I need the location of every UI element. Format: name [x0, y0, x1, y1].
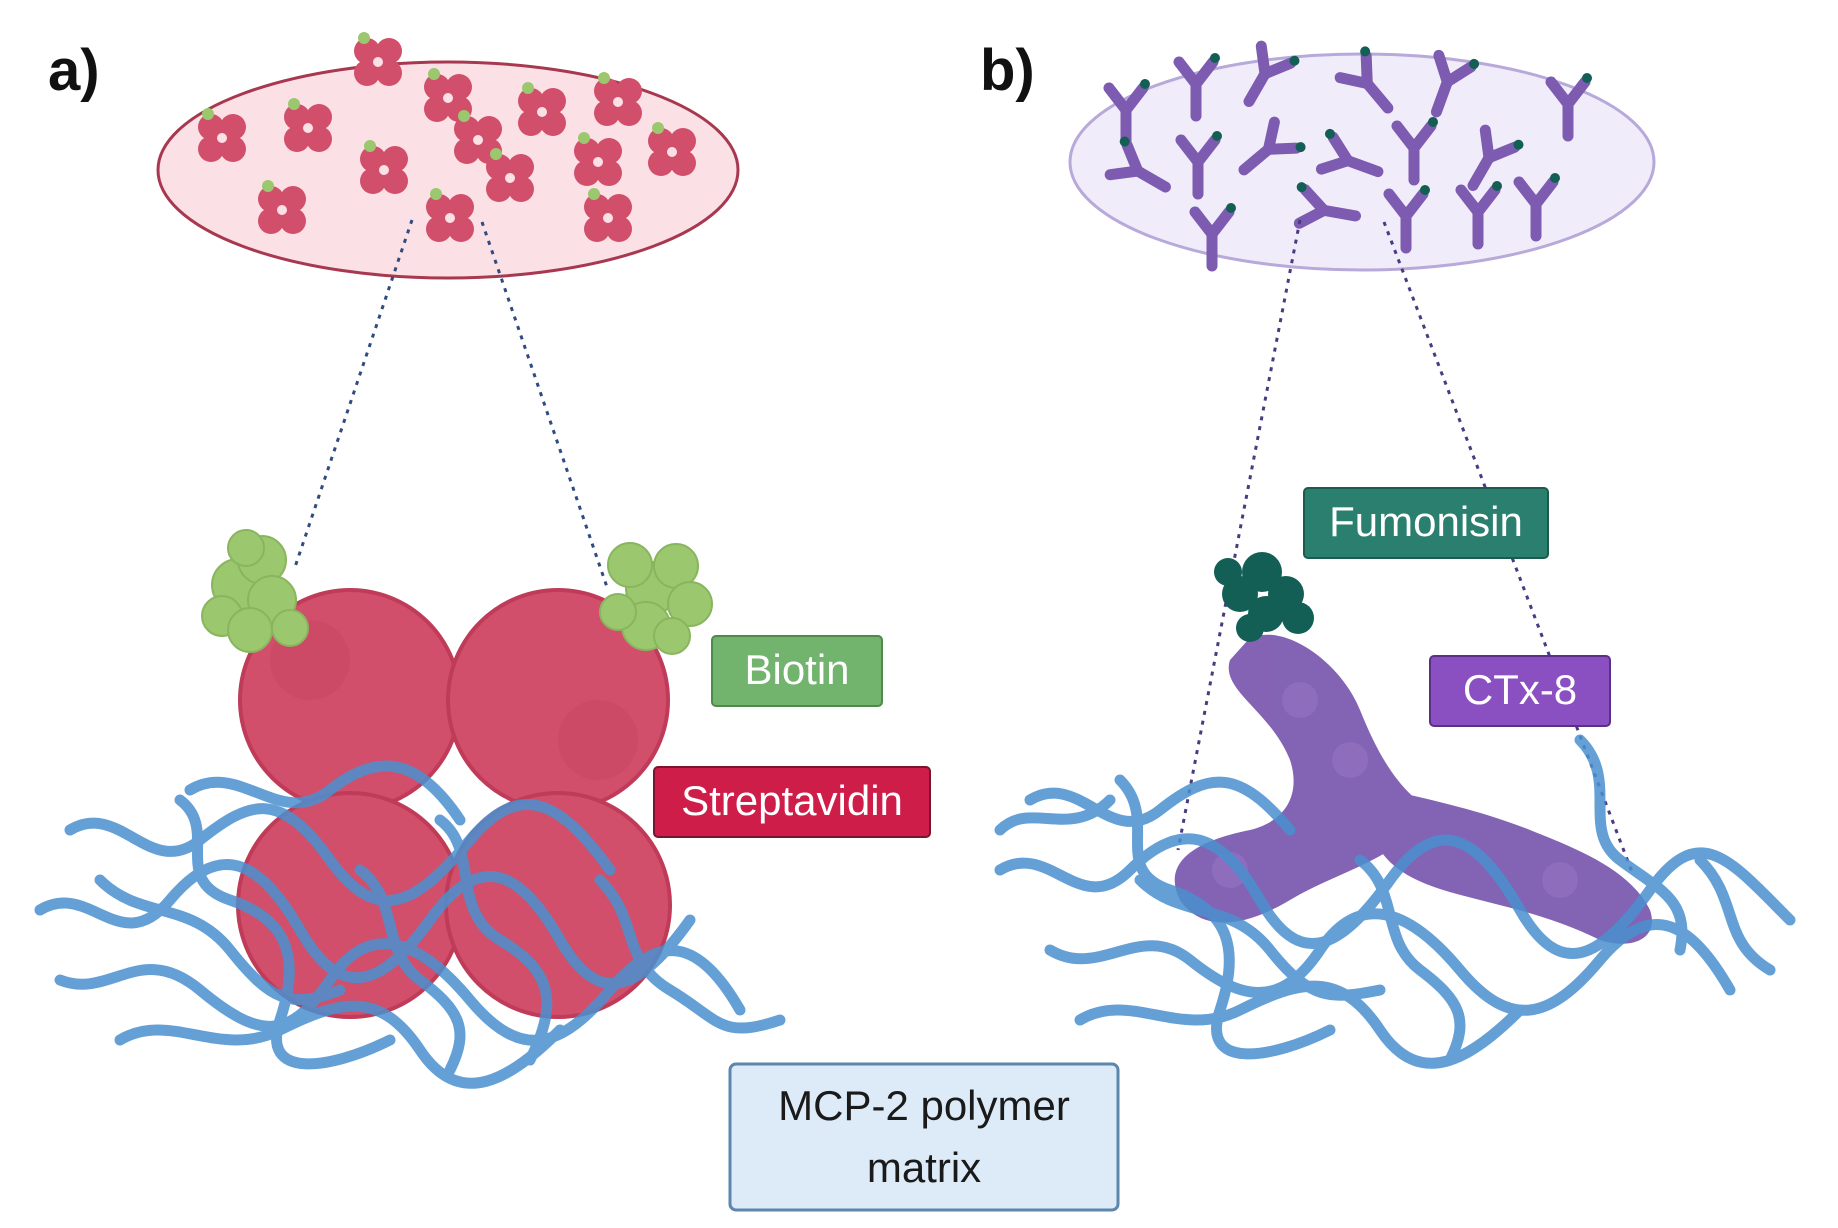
polymer-label-line2: matrix — [867, 1144, 981, 1191]
projection-line-left-a — [292, 219, 414, 571]
fumonisin-label-text: Fumonisin — [1329, 498, 1523, 545]
polymer-matrix-label: MCP-2 polymer matrix — [728, 1062, 1120, 1212]
panel-letter-b: b) — [980, 38, 1035, 103]
polymer-label-line1: MCP-2 polymer — [778, 1082, 1070, 1129]
polymer-strand-icon-b — [994, 734, 1796, 1069]
ctx8-label-text: CTx-8 — [1463, 666, 1577, 713]
projection-line-left-b — [1176, 219, 1302, 851]
panel-a: a) — [34, 32, 931, 1089]
streptavidin-label: Streptavidin — [653, 766, 931, 838]
biotin-label: Biotin — [711, 635, 883, 707]
streptavidin-label-text: Streptavidin — [681, 777, 903, 824]
polymer-strand-icon — [34, 760, 786, 1089]
biotin-icon — [201, 529, 713, 655]
panel-letter-a: a) — [48, 38, 100, 103]
ctx8-label: CTx-8 — [1429, 655, 1611, 727]
biotin-label-text: Biotin — [744, 646, 849, 693]
antibody-icon — [1174, 634, 1652, 944]
fumonisin-icon — [1214, 552, 1314, 642]
panel-b: b) — [980, 38, 1796, 1069]
fumonisin-label: Fumonisin — [1303, 487, 1549, 559]
